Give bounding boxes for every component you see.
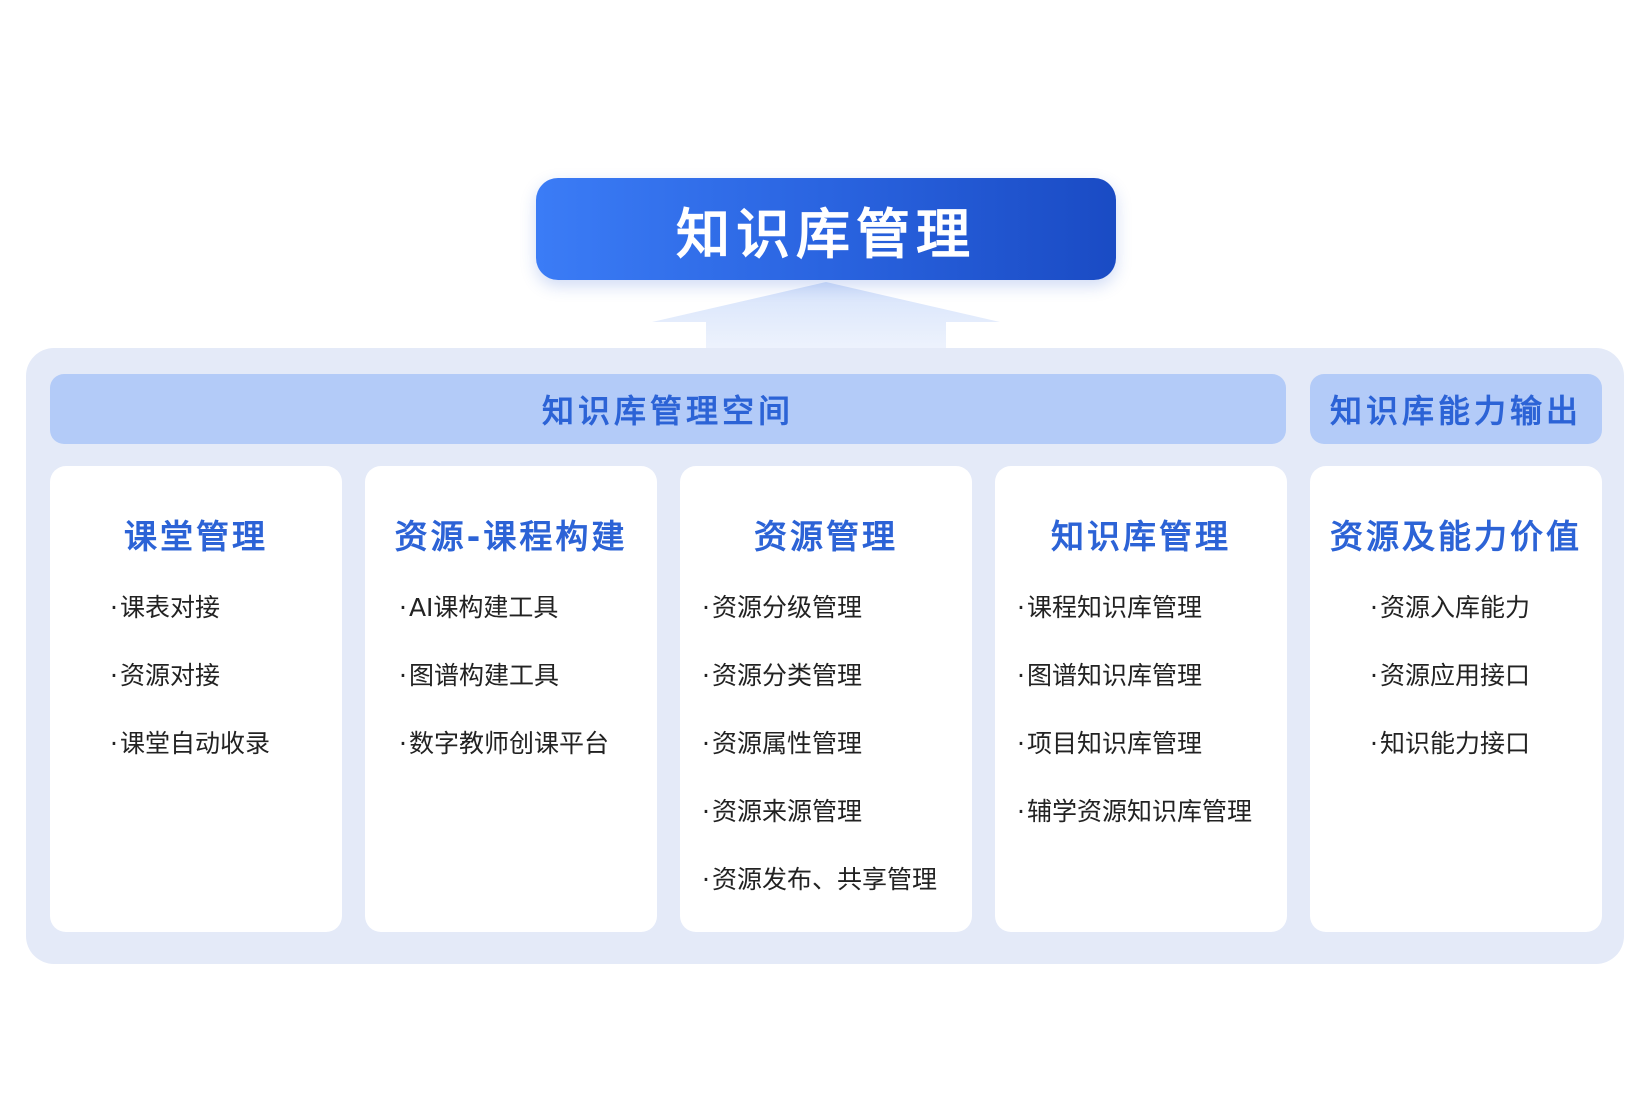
card-item-list: 课程知识库管理 图谱知识库管理 项目知识库管理 辅学资源知识库管理 xyxy=(1017,592,1252,864)
list-item: 课堂自动收录 xyxy=(110,728,270,796)
list-item: 图谱构建工具 xyxy=(399,660,609,728)
main-title: 知识库管理 xyxy=(536,178,1116,280)
list-item: 项目知识库管理 xyxy=(1017,728,1252,796)
card-title: 资源管理 xyxy=(754,517,898,556)
card-item-list: 资源分级管理 资源分类管理 资源属性管理 资源来源管理 资源发布、共享管理 xyxy=(702,592,937,932)
list-item: 资源应用接口 xyxy=(1370,660,1530,728)
list-item: 资源属性管理 xyxy=(702,728,937,796)
card-item-list: 课表对接 资源对接 课堂自动收录 xyxy=(110,592,270,796)
card-item-list: 资源入库能力 资源应用接口 知识能力接口 xyxy=(1370,592,1530,796)
card-title: 资源-课程构建 xyxy=(394,517,628,556)
card-resource-management: 资源管理 资源分级管理 资源分类管理 资源属性管理 资源来源管理 资源发布、共享… xyxy=(680,466,972,932)
list-item: 课表对接 xyxy=(110,592,270,660)
card-classroom-management: 课堂管理 课表对接 资源对接 课堂自动收录 xyxy=(50,466,342,932)
card-resource-course-building: 资源-课程构建 AI课构建工具 图谱构建工具 数字教师创课平台 xyxy=(365,466,657,932)
list-item: 资源分类管理 xyxy=(702,660,937,728)
list-item: 资源来源管理 xyxy=(702,796,937,864)
list-item: 资源分级管理 xyxy=(702,592,937,660)
knowledge-space-bar: 知识库管理空间 xyxy=(50,374,1286,444)
list-item: 图谱知识库管理 xyxy=(1017,660,1252,728)
card-knowledge-base-management: 知识库管理 课程知识库管理 图谱知识库管理 项目知识库管理 辅学资源知识库管理 xyxy=(995,466,1287,932)
list-item: 课程知识库管理 xyxy=(1017,592,1252,660)
list-item: AI课构建工具 xyxy=(399,592,609,660)
capability-output-bar: 知识库能力输出 xyxy=(1310,374,1602,444)
card-resource-capability-value: 资源及能力价值 资源入库能力 资源应用接口 知识能力接口 xyxy=(1310,466,1602,932)
card-item-list: AI课构建工具 图谱构建工具 数字教师创课平台 xyxy=(399,592,609,796)
list-item: 资源对接 xyxy=(110,660,270,728)
list-item: 资源发布、共享管理 xyxy=(702,864,937,932)
list-item: 数字教师创课平台 xyxy=(399,728,609,796)
card-title: 课堂管理 xyxy=(124,517,268,556)
list-item: 资源入库能力 xyxy=(1370,592,1530,660)
list-item: 辅学资源知识库管理 xyxy=(1017,796,1252,864)
list-item: 知识能力接口 xyxy=(1370,728,1530,796)
card-title: 资源及能力价值 xyxy=(1330,517,1582,556)
card-title: 知识库管理 xyxy=(1051,517,1231,556)
